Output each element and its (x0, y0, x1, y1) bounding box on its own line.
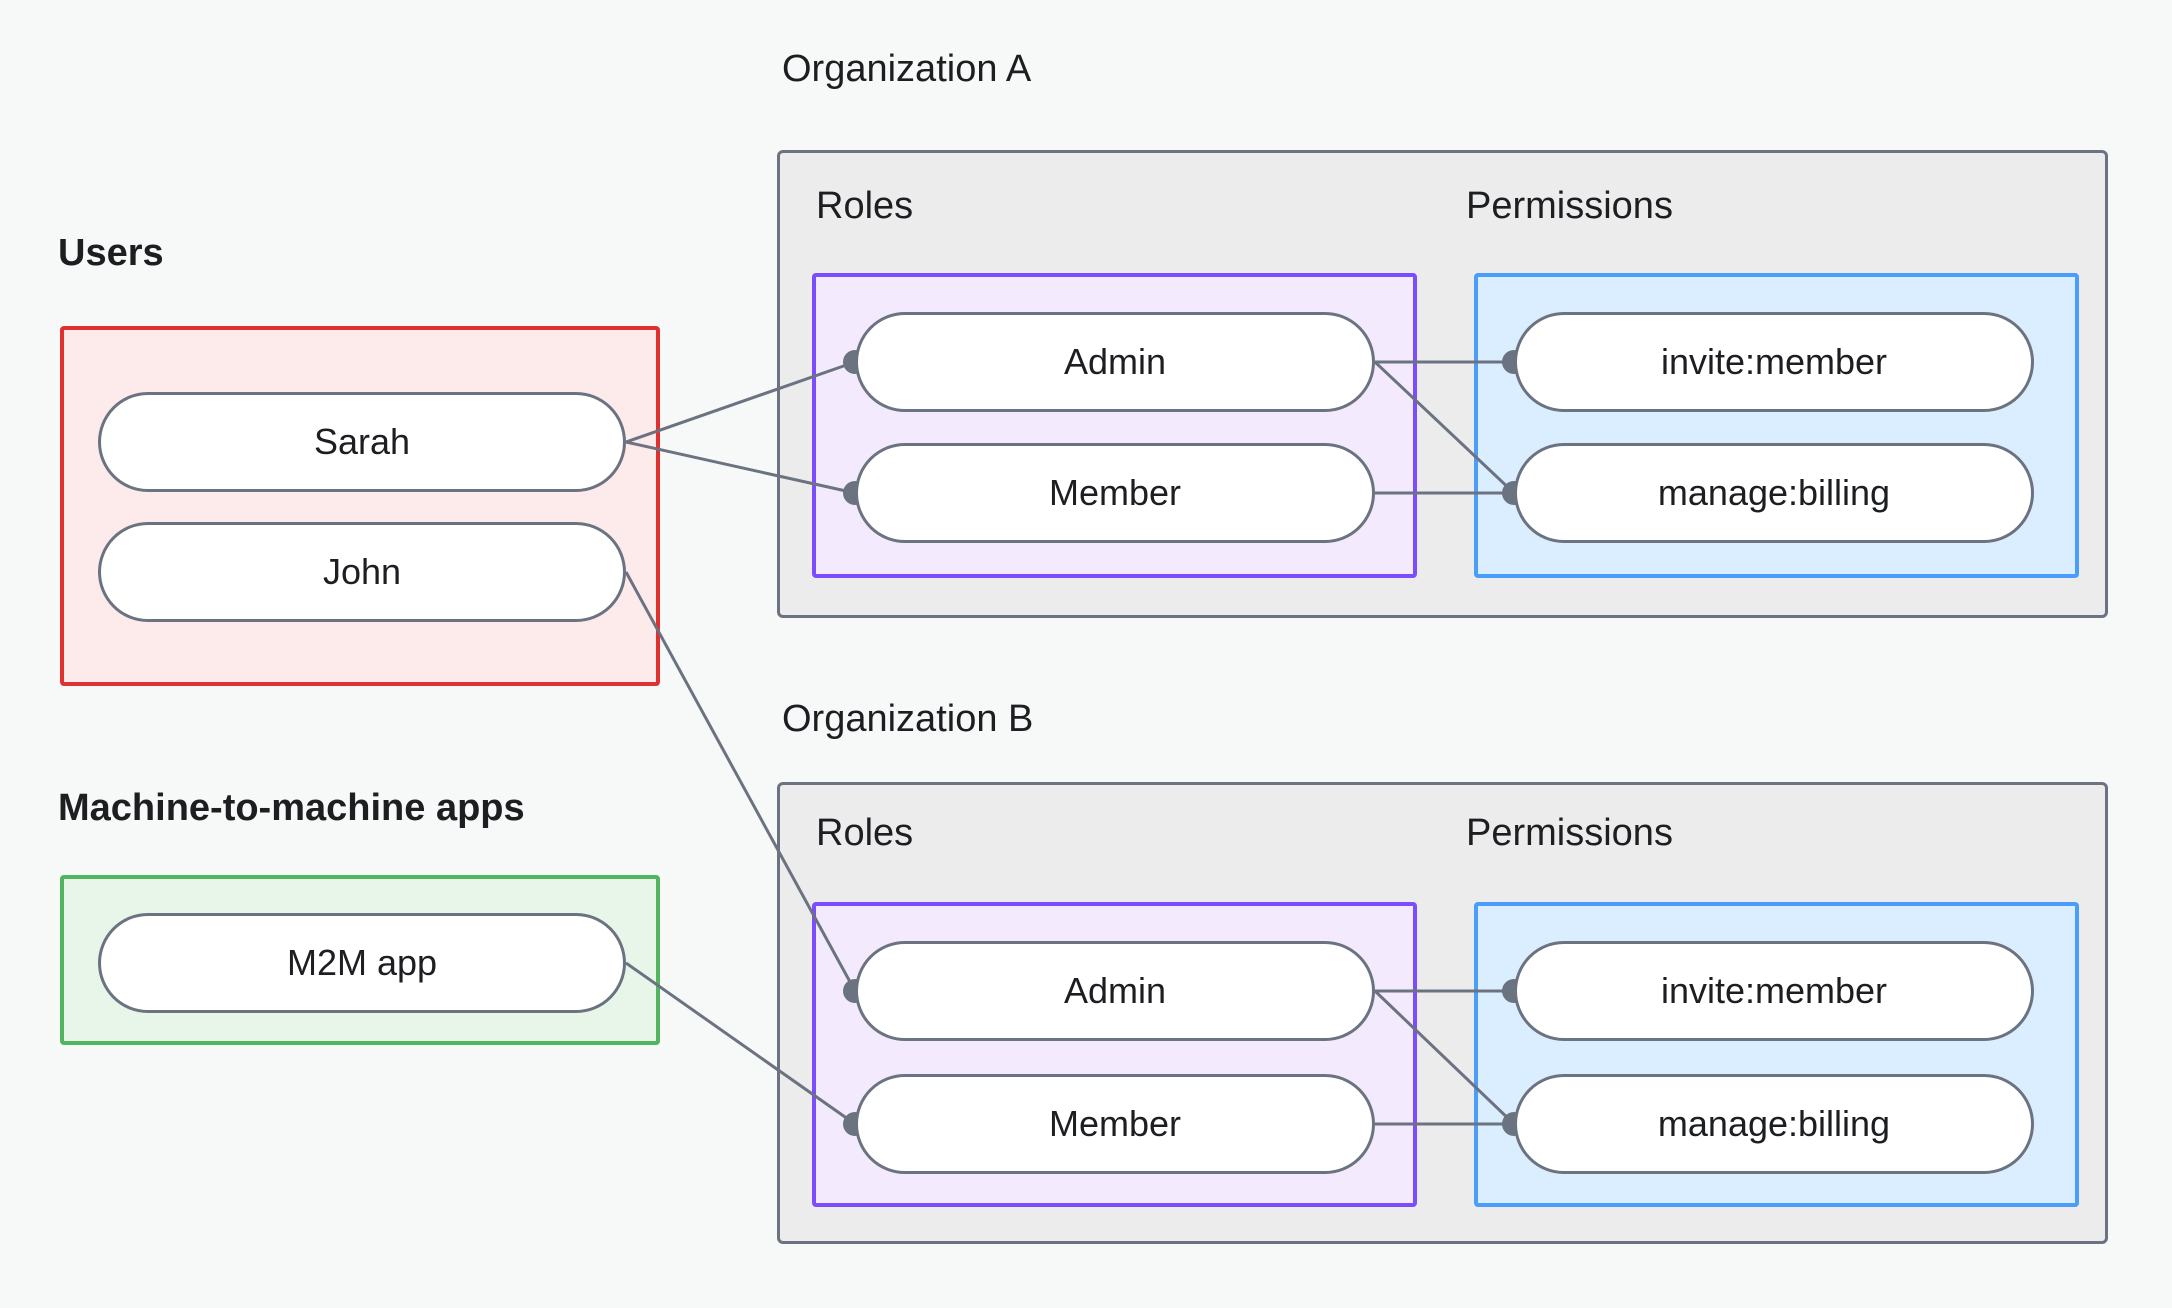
role-label: Member (1048, 1103, 1182, 1144)
org-a-title: Organization A (782, 48, 1032, 90)
org-a-permission-manage-billing[interactable]: manage:billing (1514, 443, 2034, 543)
org-b-roles-label: Roles (816, 812, 914, 854)
role-label: Admin (1063, 970, 1167, 1011)
user-node-label: John (322, 551, 402, 592)
org-b-permission-manage-billing[interactable]: manage:billing (1514, 1074, 2034, 1174)
m2m-group-title: Machine-to-machine apps (58, 787, 525, 829)
user-node-label: Sarah (313, 421, 411, 462)
org-b-permission-invite-member[interactable]: invite:member (1514, 941, 2034, 1041)
org-b-title: Organization B (782, 698, 1034, 740)
user-node-sarah[interactable]: Sarah (98, 392, 626, 492)
org-b-role-member[interactable]: Member (855, 1074, 1375, 1174)
org-a-roles-label: Roles (816, 185, 914, 227)
m2m-node-m2m-app[interactable]: M2M app (98, 913, 626, 1013)
permission-label: manage:billing (1657, 1103, 1891, 1144)
users-container (60, 326, 660, 686)
m2m-node-label: M2M app (286, 942, 438, 983)
user-node-john[interactable]: John (98, 522, 626, 622)
org-a-permissions-label: Permissions (1466, 185, 1673, 227)
org-b-permissions-label: Permissions (1466, 812, 1673, 854)
permission-label: invite:member (1660, 970, 1888, 1011)
permission-label: manage:billing (1657, 472, 1891, 513)
users-group-title: Users (58, 232, 164, 274)
role-label: Member (1048, 472, 1182, 513)
org-a-role-admin[interactable]: Admin (855, 312, 1375, 412)
org-b-role-admin[interactable]: Admin (855, 941, 1375, 1041)
org-a-permission-invite-member[interactable]: invite:member (1514, 312, 2034, 412)
role-label: Admin (1063, 341, 1167, 382)
permission-label: invite:member (1660, 341, 1888, 382)
org-a-role-member[interactable]: Member (855, 443, 1375, 543)
